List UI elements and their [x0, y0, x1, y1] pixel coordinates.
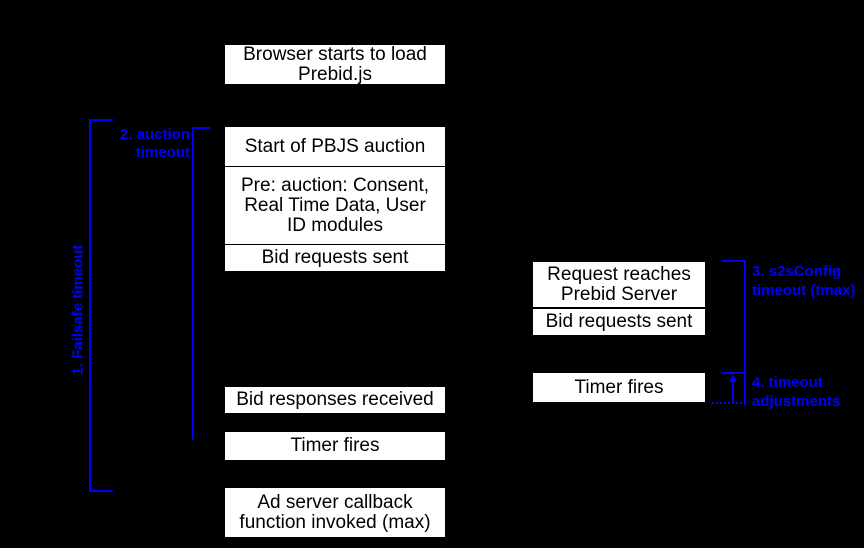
- step-pre-auction-modules: Pre: auction: Consent, Real Time Data, U…: [225, 167, 445, 244]
- failsafe-bracket-tick-bottom: [89, 490, 113, 492]
- step-timer-fires-client: Timer fires: [225, 432, 445, 460]
- step-request-reaches-prebid-server: Request reaches Prebid Server: [533, 262, 705, 307]
- adjustment-dotted-line: [712, 402, 746, 404]
- s2s-bracket-tick-bottom: [721, 372, 746, 374]
- adjustment-up-arrow-icon: [729, 374, 737, 382]
- step-timer-fires-server: Timer fires: [533, 373, 705, 402]
- failsafe-bracket-line: [89, 119, 91, 492]
- timeout-adjustments-label: 4. timeout adjustments: [752, 374, 841, 410]
- step-bid-requests-sent: Bid requests sent: [225, 245, 445, 271]
- s2s-bracket-tick-top: [722, 260, 746, 262]
- s2s-bracket-line: [744, 260, 746, 405]
- step-ad-server-callback: Ad server callback function invoked (max…: [225, 488, 445, 537]
- s2s-timeout-label: 3. s2sConfig timeout (tmax): [752, 263, 856, 299]
- adjustment-arrow-shaft: [732, 381, 734, 402]
- step-start-pbjs-auction: Start of PBJS auction: [225, 127, 445, 166]
- auction-bracket-tick-top: [192, 127, 210, 129]
- failsafe-timeout-label: 1. Failsafe timeout: [69, 244, 87, 376]
- step-bid-requests-sent-server: Bid requests sent: [533, 309, 705, 335]
- auction-timeout-label: 2. auction timeout: [119, 126, 190, 161]
- step-browser-loads-prebid: Browser starts to load Prebid.js: [225, 44, 445, 84]
- failsafe-bracket-tick-top: [89, 119, 113, 121]
- auction-bracket-line: [192, 127, 194, 440]
- step-bid-responses-received: Bid responses received: [225, 387, 445, 413]
